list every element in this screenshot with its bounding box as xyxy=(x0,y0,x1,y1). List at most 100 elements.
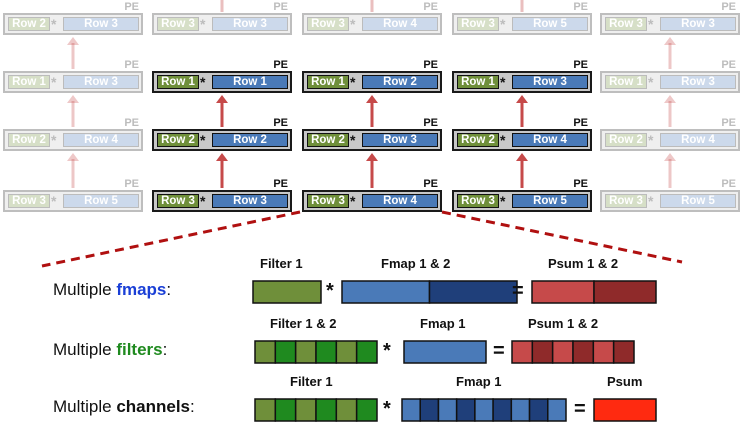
fmap-row: Row 5 xyxy=(512,17,588,31)
label-prefix: Multiple xyxy=(53,340,117,359)
multiply-sign: * xyxy=(383,340,391,362)
multiply-sign: * xyxy=(648,132,654,148)
fmap-row: Row 3 xyxy=(660,75,736,89)
fmap-row: Row 3 xyxy=(212,17,288,31)
fmap-caption: Fmap 1 & 2 xyxy=(381,256,451,271)
filter-row: Row 3 xyxy=(157,194,199,208)
fmap-bar xyxy=(437,398,458,422)
fmap-bar xyxy=(455,398,476,422)
fmap-row: Row 1 xyxy=(212,75,288,89)
fmap-row: Row 4 xyxy=(362,17,438,31)
fmap-bar xyxy=(510,398,531,422)
filter-row: Row 3 xyxy=(605,194,647,208)
psum-bar xyxy=(531,340,554,364)
filter-row: Row 1 xyxy=(8,75,50,89)
arrow-head xyxy=(366,153,378,161)
multiply-sign: * xyxy=(350,16,356,32)
filter-bar xyxy=(252,280,322,304)
fmap-row: Row 5 xyxy=(660,194,736,208)
multiply-sign: * xyxy=(51,193,57,209)
pe-label: PE xyxy=(124,117,139,129)
pe-label: PE xyxy=(721,1,736,13)
fmap-bar xyxy=(403,340,487,364)
filter-row: Row 3 xyxy=(8,194,50,208)
pe-label: PE xyxy=(273,178,288,190)
multiply-sign: * xyxy=(51,74,57,90)
multiply-sign: * xyxy=(648,16,654,32)
filter-row: Row 3 xyxy=(605,17,647,31)
multiply-sign: * xyxy=(383,398,391,420)
psum-bar xyxy=(531,280,595,304)
arrow-head xyxy=(516,95,528,103)
pe-label: PE xyxy=(573,117,588,129)
multiply-sign: * xyxy=(500,132,506,148)
fmap-row: Row 4 xyxy=(512,133,588,147)
multiply-sign: * xyxy=(51,16,57,32)
psum-bar xyxy=(572,340,595,364)
filter-row: Row 1 xyxy=(157,75,199,89)
filter-bar xyxy=(335,340,358,364)
label-suffix: : xyxy=(162,340,168,359)
filter-bar xyxy=(355,340,378,364)
fmap-bar xyxy=(428,280,518,304)
zoom-line-right xyxy=(441,210,683,264)
filter-row: Row 2 xyxy=(157,133,199,147)
pe-label: PE xyxy=(423,59,438,71)
psum-caption: Psum xyxy=(607,374,643,389)
filter-bar xyxy=(294,340,317,364)
pe-label: PE xyxy=(573,178,588,190)
fmap-row: Row 5 xyxy=(63,194,139,208)
faded-arrow-head xyxy=(664,153,676,161)
multiply-sign: * xyxy=(500,193,506,209)
filter-row: Row 3 xyxy=(307,194,349,208)
multiply-sign: * xyxy=(326,280,334,302)
fmap-bar xyxy=(419,398,440,422)
multiply-sign: * xyxy=(200,74,206,90)
pe-label: PE xyxy=(721,178,736,190)
psum-bar xyxy=(511,340,534,364)
filter-bar xyxy=(254,340,277,364)
fmap-row: Row 2 xyxy=(362,75,438,89)
filter-bar xyxy=(254,398,277,422)
equals-sign: = xyxy=(574,398,586,420)
multiply-sign: * xyxy=(200,132,206,148)
psum-caption: Psum 1 & 2 xyxy=(548,256,619,271)
filter-row: Row 2 xyxy=(457,133,499,147)
multiply-sign: * xyxy=(350,132,356,148)
filter-row: Row 2 xyxy=(605,133,647,147)
pe-label: PE xyxy=(573,59,588,71)
filter-row: Row 2 xyxy=(8,17,50,31)
label-keyword: fmaps xyxy=(116,280,167,299)
multiply-sign: * xyxy=(51,132,57,148)
filter-bar xyxy=(274,340,297,364)
psum-bar xyxy=(551,340,574,364)
multiply-sign: * xyxy=(648,74,654,90)
psum-bar xyxy=(593,280,657,304)
fmap-caption: Fmap 1 xyxy=(420,316,466,331)
filter-row: Row 3 xyxy=(307,17,349,31)
faded-arrow-head xyxy=(67,153,79,161)
psum-bar xyxy=(592,340,615,364)
reuse-row-label: Multiple fmaps: xyxy=(53,280,171,300)
fmap-caption: Fmap 1 xyxy=(456,374,502,389)
fmap-row: Row 4 xyxy=(362,194,438,208)
label-suffix: : xyxy=(166,280,172,299)
filter-bar xyxy=(355,398,378,422)
multiply-sign: * xyxy=(500,16,506,32)
arrow-head xyxy=(516,153,528,161)
filter-row: Row 2 xyxy=(8,133,50,147)
arrow-head xyxy=(366,95,378,103)
fmap-row: Row 4 xyxy=(660,133,736,147)
filter-bar xyxy=(315,398,338,422)
